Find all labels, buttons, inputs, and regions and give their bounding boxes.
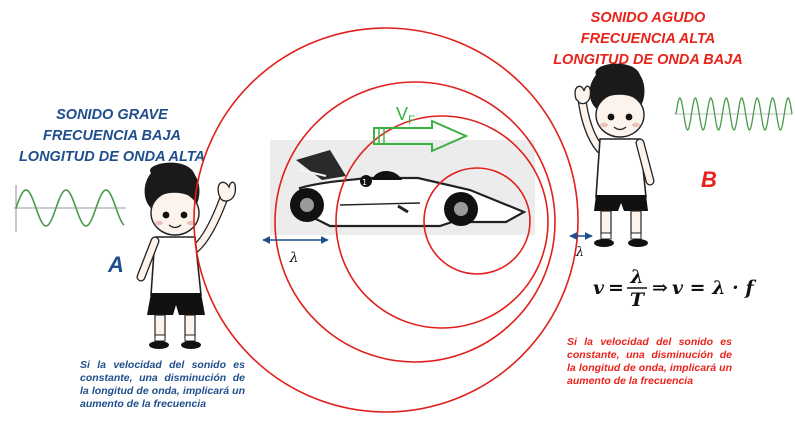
formula-eq: =: [608, 277, 624, 299]
formula-rhs: v = λ · f: [672, 277, 756, 299]
right-title-line-2: FRECUENCIA ALTA: [581, 31, 716, 47]
wavefront-3: [335, 115, 549, 329]
boy-waving-icon-right: [574, 63, 655, 247]
formula-arrow: ⇒: [652, 277, 668, 299]
svg-text:1: 1: [362, 178, 367, 187]
wavefront-4: [423, 167, 531, 275]
left-title-line-2: FRECUENCIA BAJA: [43, 128, 181, 144]
wavelength-label-right: λ: [575, 245, 584, 260]
formula: v = λ T ⇒ v = λ · f: [593, 266, 756, 311]
velocity-subscript: F: [408, 113, 415, 127]
sine-wave-icon-high-frequency: [674, 97, 793, 131]
letter-a: A: [107, 252, 124, 277]
velocity-label: VF: [396, 104, 415, 127]
wavefront-1: [193, 27, 579, 413]
sine-wave-icon-low-frequency: [14, 185, 126, 232]
wavelength-label-left: λ: [289, 250, 299, 266]
note-left: Si la velocidad del sonido es constante,…: [80, 359, 245, 410]
wavefront-2: [274, 81, 556, 363]
formula-v: v: [593, 277, 605, 299]
right-arrow-icon: [373, 119, 469, 153]
race-car-icon: 1: [270, 140, 535, 235]
boy-waving-icon-left: [136, 162, 237, 349]
formula-numerator: λ: [629, 266, 643, 288]
left-title-line-1: SONIDO GRAVE: [56, 107, 169, 123]
wavefronts: [193, 27, 579, 413]
letter-b: B: [701, 167, 717, 192]
formula-denominator: T: [630, 289, 646, 311]
right-title-line-1: SONIDO AGUDO: [591, 10, 706, 26]
note-right: Si la velocidad del sonido es constante,…: [567, 336, 732, 387]
left-title-line-3: LONGITUD DE ONDA ALTA: [19, 149, 205, 165]
velocity-symbol: V: [396, 104, 408, 124]
right-title-line-3: LONGITUD DE ONDA BAJA: [553, 52, 743, 68]
